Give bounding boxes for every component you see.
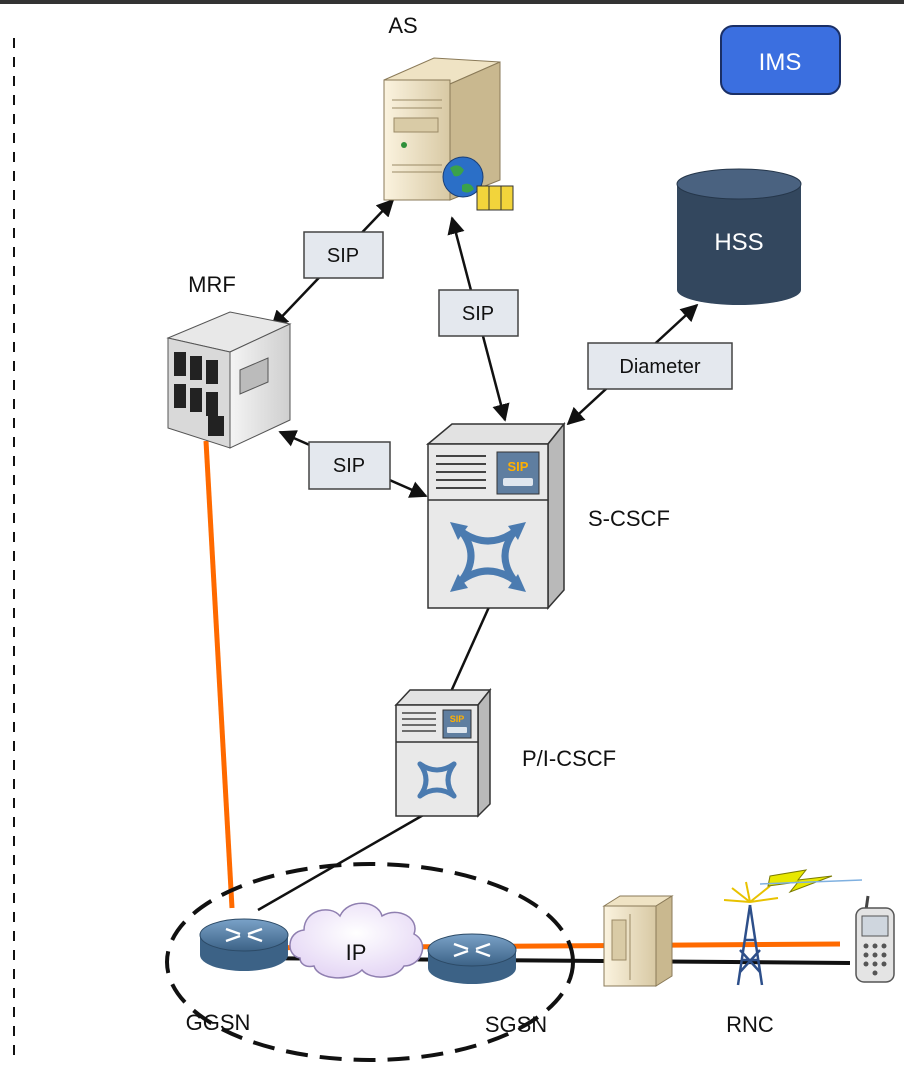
rnc-label: RNC bbox=[726, 1012, 774, 1037]
hss-label: HSS bbox=[714, 229, 763, 256]
packet-core-boundary bbox=[165, 862, 575, 1062]
scscf-server-icon: SIP bbox=[425, 421, 566, 610]
scscf-picscf-link bbox=[443, 606, 491, 706]
sip-label-as-mrf: SIP bbox=[303, 231, 384, 279]
picscf-label: P/I-CSCF bbox=[522, 746, 616, 771]
as-label: AS bbox=[388, 13, 417, 38]
ims-badge-label: IMS bbox=[759, 49, 802, 76]
top-border bbox=[0, 0, 904, 4]
sip-label-text: SIP bbox=[333, 455, 365, 477]
radio-tower-icon bbox=[723, 869, 863, 986]
scscf-label: S-CSCF bbox=[588, 506, 670, 531]
hss-database-icon: HSS bbox=[676, 168, 802, 305]
picscf-sip-badge: SIP bbox=[450, 714, 465, 724]
switch-arrows-icon bbox=[458, 528, 518, 584]
mrf-label: MRF bbox=[188, 272, 236, 297]
ggsn-router-icon bbox=[199, 918, 289, 971]
mrf-server-icon bbox=[166, 311, 292, 449]
sgsn-router-icon bbox=[427, 933, 517, 984]
switch-arrows-icon bbox=[417, 761, 457, 799]
folder-icon bbox=[476, 185, 514, 211]
ip-label: IP bbox=[346, 940, 367, 965]
ggsn-label: GGSN bbox=[186, 1010, 251, 1035]
sip-label-text: SIP bbox=[462, 303, 494, 325]
sip-label-text: SIP bbox=[327, 245, 359, 267]
mobile-phone-icon bbox=[855, 895, 895, 983]
picscf-ggsn-link bbox=[257, 808, 433, 912]
sip-label-mrf-scscf: SIP bbox=[308, 441, 391, 490]
scscf-sip-badge: SIP bbox=[508, 459, 529, 474]
lightning-signal-icon bbox=[767, 869, 833, 894]
nodeb-cabinet-icon bbox=[602, 895, 674, 987]
diameter-label: Diameter bbox=[587, 342, 733, 390]
picscf-server-icon: SIP bbox=[394, 687, 492, 818]
ims-badge: IMS bbox=[720, 25, 841, 95]
sip-label-as-scscf: SIP bbox=[438, 289, 519, 337]
diameter-label-text: Diameter bbox=[619, 356, 700, 378]
mrf-ggsn-media-link bbox=[203, 440, 235, 909]
sgsn-label: SGSN bbox=[485, 1012, 547, 1037]
as-server-icon bbox=[383, 57, 514, 211]
ip-cloud-icon bbox=[289, 902, 424, 979]
